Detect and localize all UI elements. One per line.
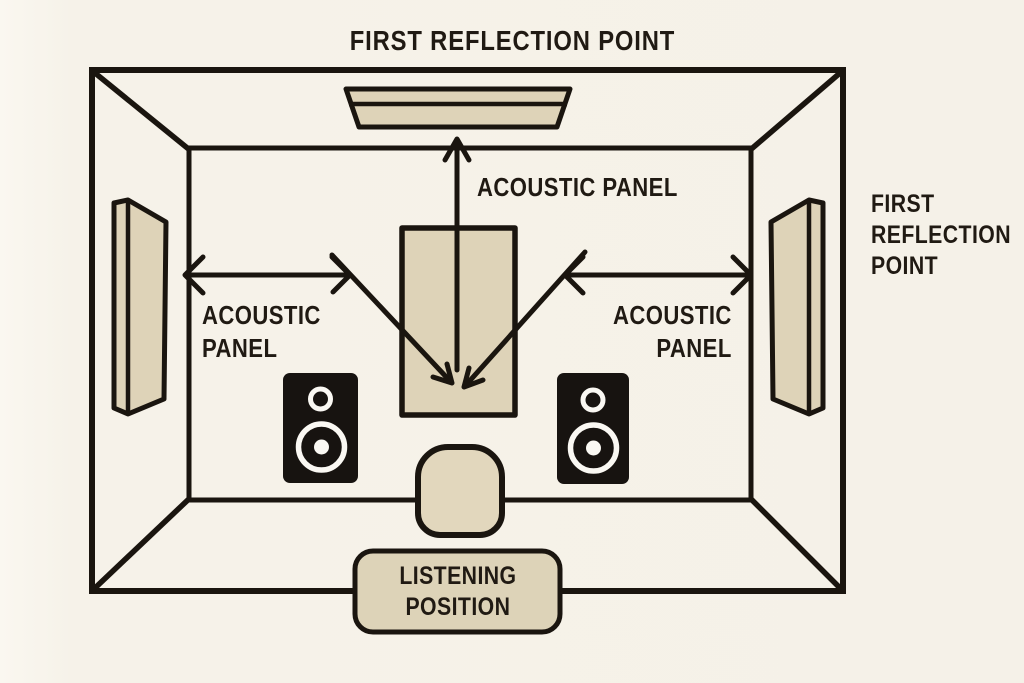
speaker-icon-right xyxy=(557,373,629,484)
left-right-arrow-icon-right xyxy=(562,254,754,296)
listening-position-box xyxy=(352,548,563,635)
listening-position-label: LISTENING POSITION xyxy=(398,561,517,621)
room-corner-line-top-right xyxy=(747,70,842,154)
reflection-ray-arrow-left xyxy=(329,252,455,386)
right-wall-panel xyxy=(768,197,826,417)
left-panel-label: ACOUSTIC PANEL xyxy=(202,300,321,363)
speaker-icon-left xyxy=(283,373,358,483)
ceiling-panel xyxy=(343,86,573,130)
reflection-ray-arrow-right xyxy=(461,249,588,390)
back-wall-panel-label: ACOUSTIC PANEL xyxy=(477,172,678,202)
page-title: FIRST REFLECTION POINT xyxy=(0,25,1024,57)
listening-chair xyxy=(415,444,505,538)
room-corner-line-top-left xyxy=(93,70,193,154)
room-corner-line-bottom-left xyxy=(93,495,193,590)
left-wall-panel xyxy=(111,197,169,417)
room-corner-line-bottom-right xyxy=(747,495,842,590)
up-arrow-icon xyxy=(442,136,472,373)
page-title-text: FIRST REFLECTION POINT xyxy=(349,25,675,56)
left-right-arrow-icon-left xyxy=(182,254,353,296)
right-panel-label: ACOUSTIC PANEL xyxy=(613,300,732,363)
right-reflection-point-label: FIRST REFLECTION POINT xyxy=(871,190,1012,280)
